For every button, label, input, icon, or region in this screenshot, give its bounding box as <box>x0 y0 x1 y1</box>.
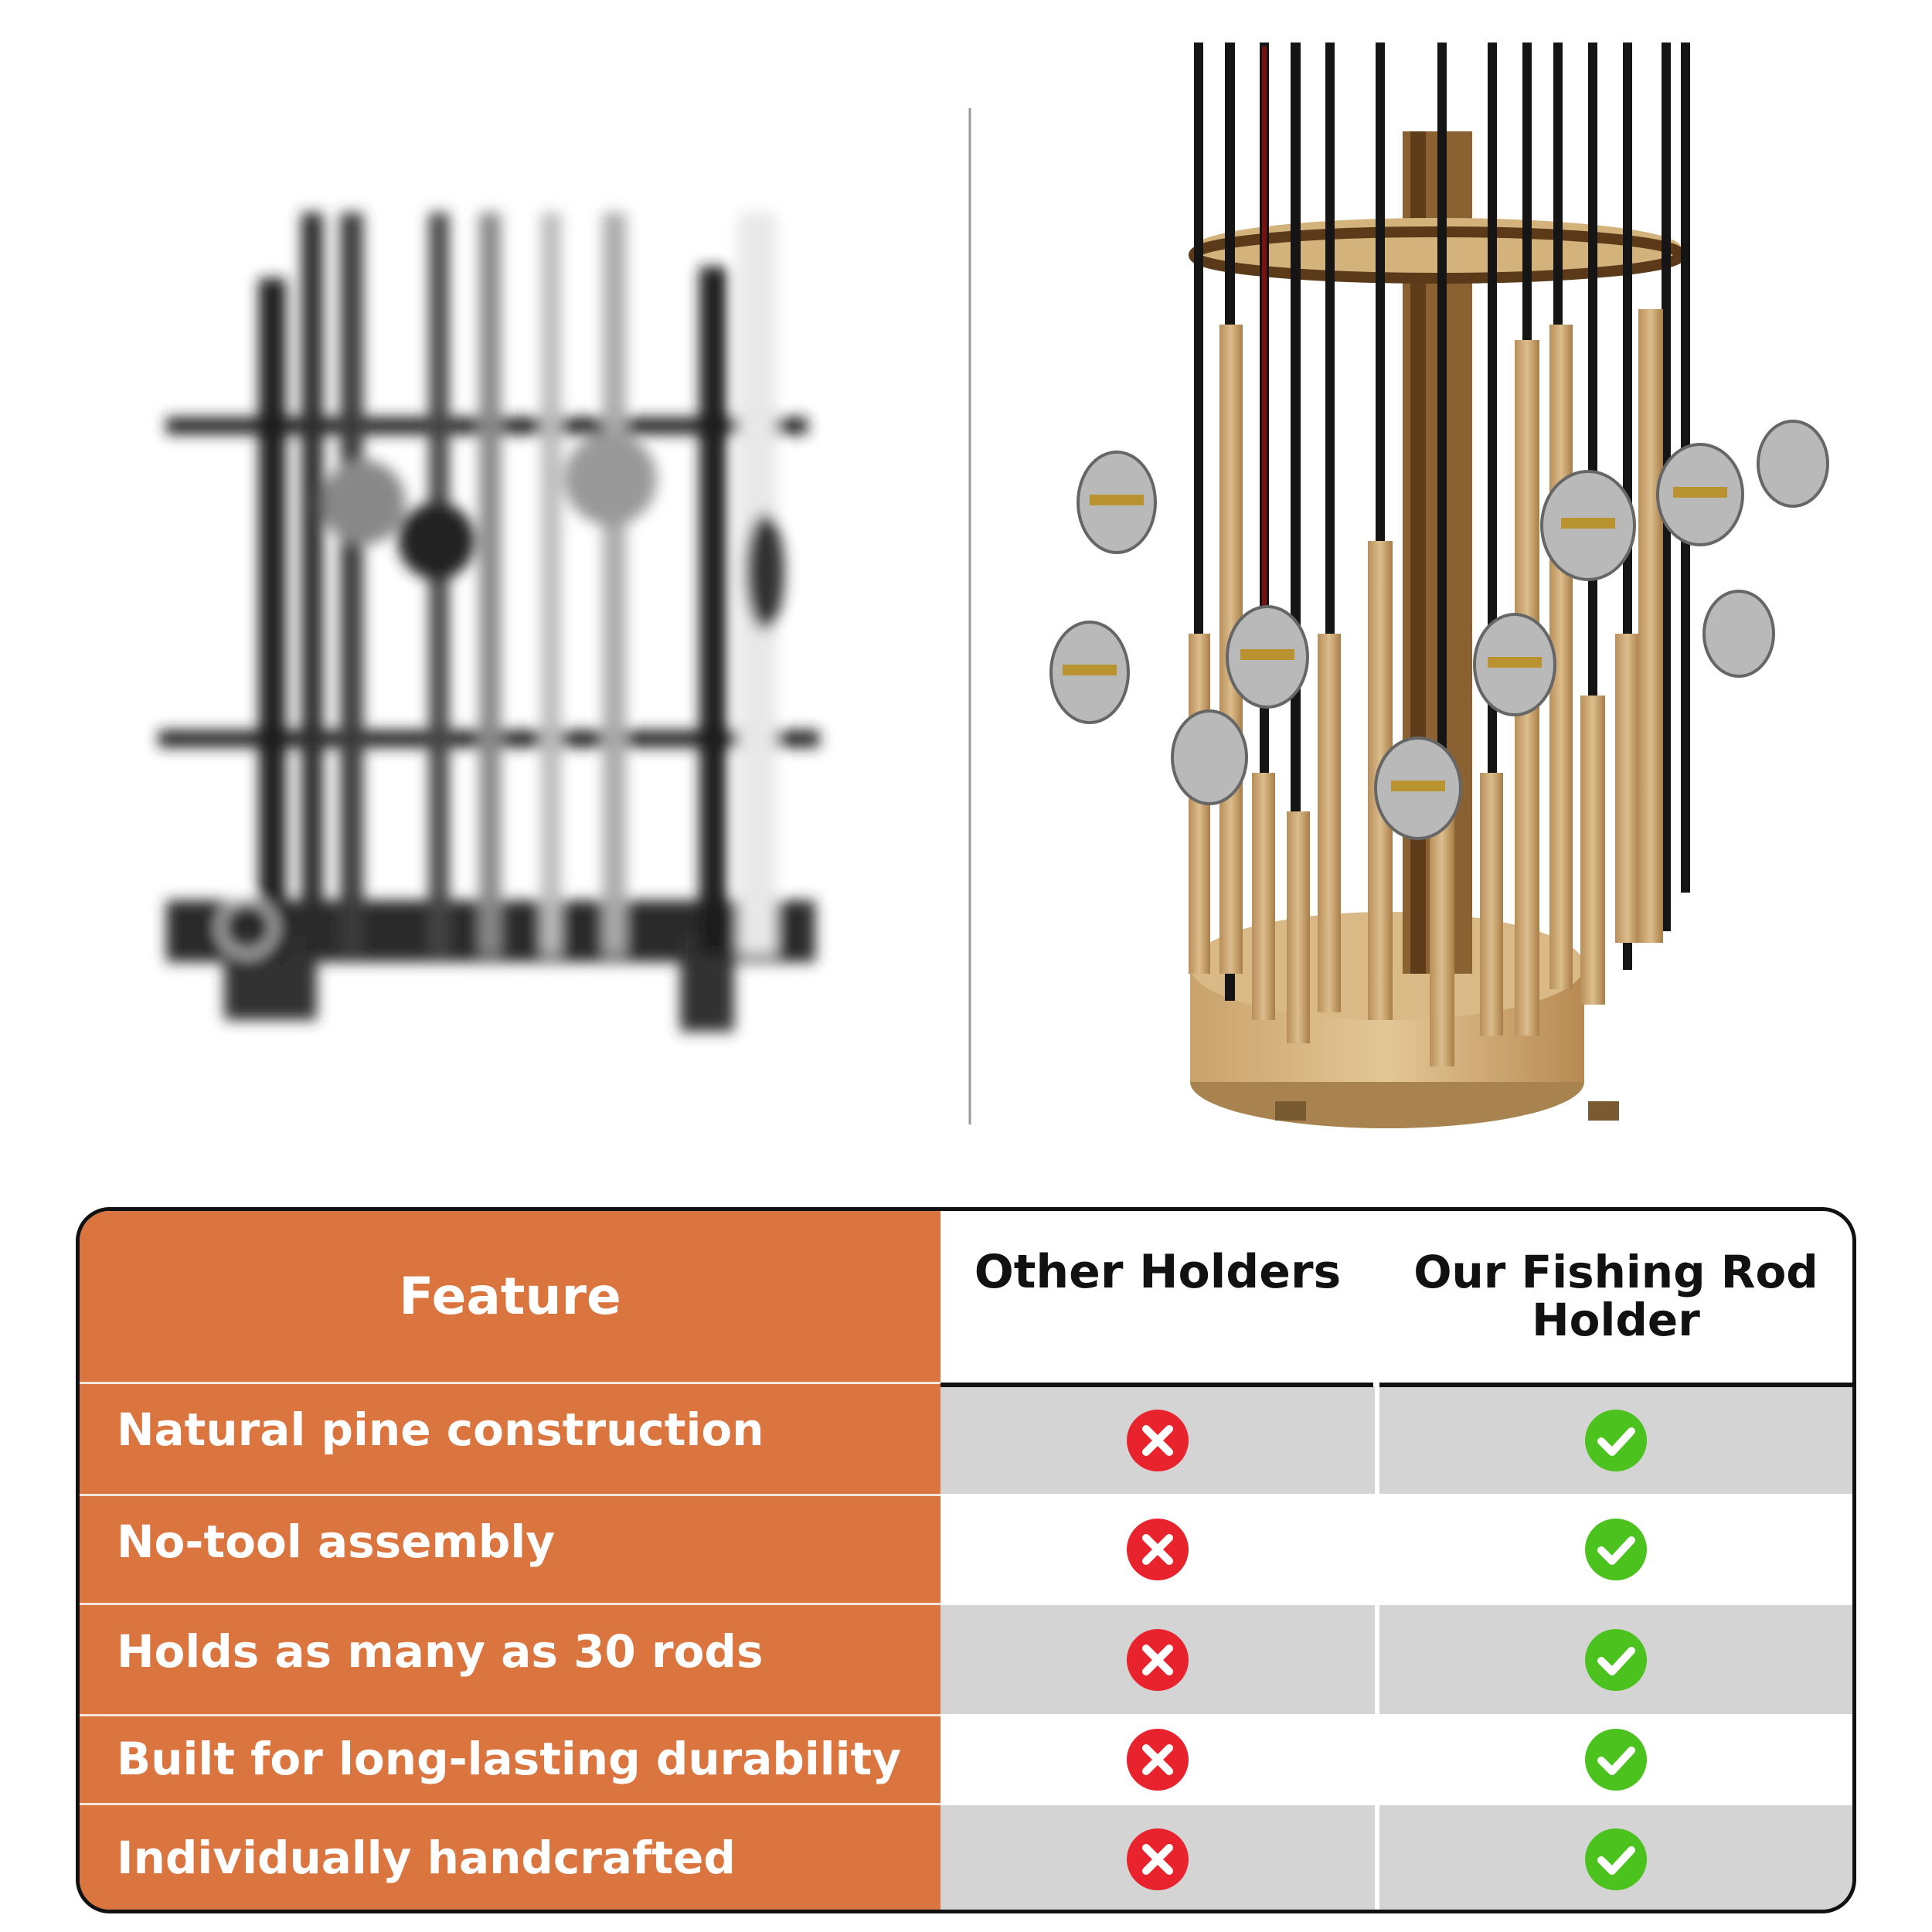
check-circle-icon <box>1585 1628 1647 1691</box>
feature-label: Individually handcrafted <box>117 1831 736 1884</box>
competitor-rack-image <box>158 213 819 1032</box>
cell-our-holder <box>1379 1805 1852 1910</box>
feature-label: Built for long-lasting durability <box>117 1733 902 1785</box>
cell-other-holders <box>940 1805 1375 1910</box>
cell-other-holders <box>940 1387 1375 1494</box>
feature-label: Natural pine construction <box>117 1403 764 1456</box>
cell-our-holder <box>1379 1716 1852 1803</box>
x-circle-icon <box>1127 1628 1189 1691</box>
x-circle-icon <box>1127 1828 1189 1890</box>
product-photo-area <box>158 43 1829 1128</box>
wooden-rod-holder-image <box>1049 43 1829 1128</box>
cell-other-holders <box>940 1496 1375 1603</box>
row-divider <box>80 1603 940 1605</box>
header-feature: Feature <box>399 1266 621 1326</box>
cell-our-holder <box>1379 1387 1852 1494</box>
header-other-holders: Other Holders <box>974 1245 1342 1299</box>
row-divider <box>80 1494 940 1496</box>
check-circle-icon <box>1585 1729 1647 1791</box>
feature-label: No-tool assembly <box>117 1515 556 1568</box>
row-divider <box>80 1714 940 1716</box>
cell-our-holder <box>1379 1496 1852 1603</box>
header-divider-ours <box>1379 1383 1852 1387</box>
cell-other-holders <box>940 1605 1375 1714</box>
header-divider-other <box>940 1383 1373 1387</box>
x-circle-icon <box>1127 1519 1189 1580</box>
check-circle-icon <box>1585 1828 1647 1890</box>
check-circle-icon <box>1585 1519 1647 1580</box>
x-circle-icon <box>1127 1410 1189 1471</box>
x-circle-icon <box>1127 1729 1189 1791</box>
header-our-holder: Our Fishing Rod Holder <box>1413 1246 1818 1346</box>
cell-other-holders <box>940 1716 1375 1803</box>
row-divider <box>80 1803 940 1805</box>
cell-our-holder <box>1379 1605 1852 1714</box>
comparison-table: Feature Other Holders Our Fishing Rod Ho… <box>76 1207 1856 1913</box>
feature-label: Holds as many as 30 rods <box>117 1625 764 1678</box>
check-circle-icon <box>1585 1410 1647 1471</box>
feature-column <box>80 1211 940 1910</box>
row-divider <box>80 1382 940 1384</box>
